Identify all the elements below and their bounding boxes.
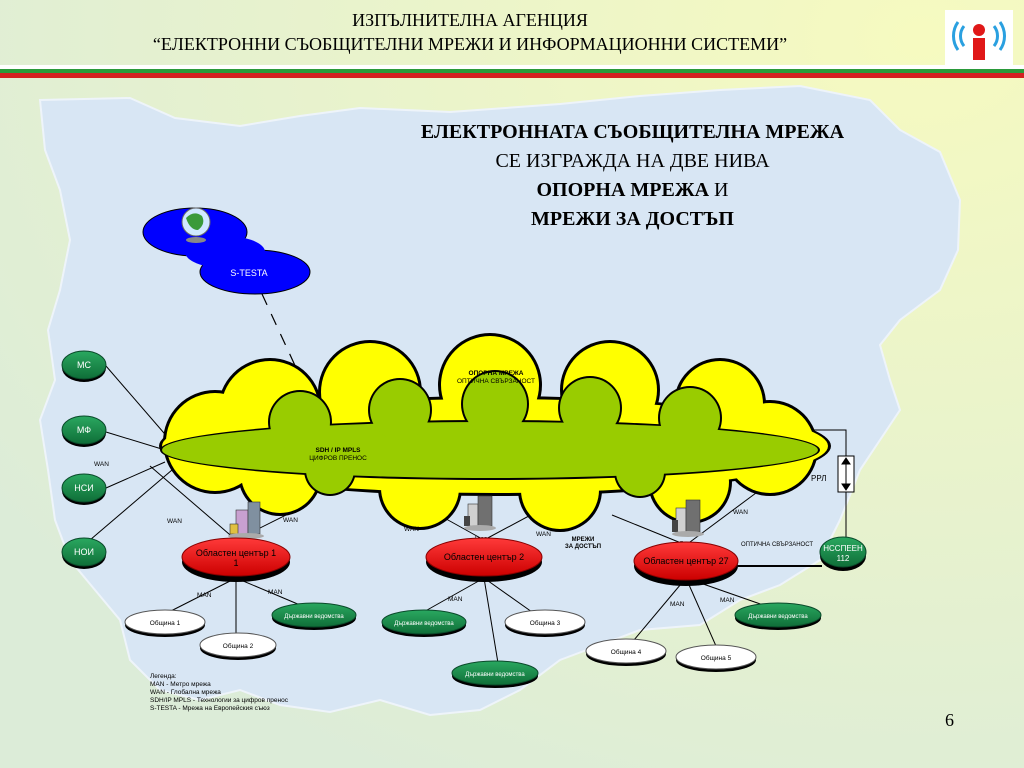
state-agencies-3[interactable]: Държавни ведомства bbox=[451, 660, 539, 688]
inner-subtitle: ЦИФРОВ ПРЕНОС bbox=[309, 455, 367, 462]
emergency-number: 112 bbox=[837, 554, 850, 563]
ministry-node-noi[interactable]: НОИ bbox=[61, 537, 107, 569]
building-icon bbox=[672, 499, 704, 537]
municipality-label: Община 4 bbox=[611, 648, 642, 656]
center-label: Областен център 1 bbox=[196, 548, 276, 558]
ministry-label: МФ bbox=[77, 425, 91, 435]
legend-item: WAN - Глобална мрежа bbox=[150, 689, 221, 696]
building-icon bbox=[464, 495, 496, 531]
municipality-label: Община 5 bbox=[701, 654, 732, 662]
municipality-label: Община 3 bbox=[530, 619, 561, 627]
state-agencies-1[interactable]: Държавни ведомства bbox=[271, 602, 357, 630]
regional-center-27[interactable]: Областен център 27 bbox=[633, 541, 739, 586]
title-line4: МРЕЖИ ЗА ДОСТЪП bbox=[531, 208, 734, 230]
wan-label: WAN bbox=[404, 526, 419, 533]
stripe-green bbox=[0, 69, 1024, 73]
agency-header: ИЗПЪЛНИТЕЛНА АГЕНЦИЯ “ЕЛЕКТРОННИ СЪОБЩИТ… bbox=[0, 8, 940, 56]
page-number: 6 bbox=[945, 710, 954, 730]
agency-header-line1: ИЗПЪЛНИТЕЛНА АГЕНЦИЯ bbox=[352, 10, 588, 30]
legend-title: Легенда: bbox=[150, 673, 177, 680]
agency-label: Държавни ведомства bbox=[394, 621, 454, 627]
slide-title: ЕЛЕКТРОННАТА СЪОБЩИТЕЛНА МРЕЖА СЕ ИЗГРАЖ… bbox=[345, 118, 920, 234]
man-label: MAN bbox=[448, 596, 463, 603]
wan-label: WAN bbox=[167, 518, 182, 525]
rrl-label: РРЛ bbox=[811, 474, 826, 483]
globe-icon bbox=[181, 207, 211, 243]
title-line3-bold: ОПОРНА МРЕЖА bbox=[536, 179, 710, 201]
title-line2: СЕ ИЗГРАЖДА НА ДВЕ НИВА bbox=[495, 150, 770, 172]
stripe-red bbox=[0, 73, 1024, 78]
title-line1: ЕЛЕКТРОННАТА СЪОБЩИТЕЛНА МРЕЖА bbox=[420, 121, 845, 143]
stripe-white bbox=[0, 65, 1024, 69]
ministry-label: НСИ bbox=[74, 483, 93, 493]
municipality-label: Община 1 bbox=[150, 619, 181, 627]
access-label-2: ЗА ДОСТЪП bbox=[565, 544, 601, 550]
man-label: MAN bbox=[197, 592, 212, 599]
man-label: MAN bbox=[268, 589, 283, 596]
emergency-label: НССПЕЕН bbox=[823, 544, 863, 553]
core-title: ОПОРНА МРЕЖА bbox=[469, 370, 524, 377]
state-agencies-4[interactable]: Държавни ведомства bbox=[734, 602, 822, 630]
legend-item: MAN - Метро мрежа bbox=[150, 681, 211, 688]
link-labels: WAN WAN WAN WAN WAN WAN MAN MAN MAN MAN … bbox=[94, 461, 826, 608]
municipality-2[interactable]: Община 2 bbox=[199, 632, 277, 660]
wan-label: WAN bbox=[283, 517, 298, 524]
stesta-label: S-TESTA bbox=[230, 268, 267, 278]
optical-link-label: ОПТИЧНА СВЪРЗАНОСТ bbox=[741, 542, 813, 548]
legend: Легенда: MAN - Метро мрежа WAN - Глобалн… bbox=[150, 673, 288, 713]
core-subtitle: ОПТИЧНА СВЪРЗАНОСТ bbox=[457, 378, 535, 385]
svg-text:1: 1 bbox=[233, 558, 238, 568]
access-label-1: МРЕЖИ bbox=[572, 537, 595, 543]
wan-label: WAN bbox=[733, 509, 748, 516]
stesta-link bbox=[261, 293, 299, 373]
municipality-3[interactable]: Община 3 bbox=[504, 609, 586, 637]
rrl-arrow bbox=[837, 455, 855, 493]
broadcast-logo-icon bbox=[945, 10, 1013, 66]
title-line3-rest: И bbox=[709, 179, 729, 201]
legend-item: S-TESTA - Мрежа на Европейския съюз bbox=[150, 705, 270, 712]
municipality-5[interactable]: Община 5 bbox=[675, 644, 757, 672]
agency-label: Държавни ведомства bbox=[284, 614, 344, 620]
wan-label: WAN bbox=[94, 461, 109, 468]
municipality-label: Община 2 bbox=[223, 642, 254, 650]
title-line3: ОПОРНА МРЕЖА И bbox=[345, 176, 920, 205]
regional-center-2[interactable]: Областен център 2 bbox=[425, 537, 543, 582]
municipality-4[interactable]: Община 4 bbox=[585, 638, 667, 666]
legend-item: SDH/IP MPLS - Технологии за цифров прено… bbox=[150, 697, 288, 704]
ministry-node-mf[interactable]: МФ bbox=[61, 415, 107, 447]
wan-label: WAN bbox=[536, 531, 551, 538]
agency-header-line2: “ЕЛЕКТРОННИ СЪОБЩИТЕЛНИ МРЕЖИ И ИНФОРМАЦ… bbox=[152, 34, 788, 54]
center-label: Областен център 2 bbox=[444, 552, 524, 562]
agency-label: Държавни ведомства bbox=[465, 672, 525, 678]
ministry-node-mc[interactable]: МС bbox=[61, 350, 107, 382]
state-agencies-2[interactable]: Държавни ведомства bbox=[381, 609, 467, 637]
inner-network-cloud bbox=[160, 370, 820, 498]
man-label: MAN bbox=[670, 601, 685, 608]
emergency-112-node[interactable]: НССПЕЕН 112 bbox=[819, 536, 867, 571]
ministry-node-nsi[interactable]: НСИ bbox=[61, 473, 107, 505]
ministry-label: МС bbox=[77, 360, 91, 370]
agency-label: Държавни ведомства bbox=[748, 614, 808, 620]
ministry-label: НОИ bbox=[74, 547, 94, 557]
center-label: Областен център 27 bbox=[643, 556, 728, 566]
inner-title: SDH / IP MPLS bbox=[315, 447, 361, 454]
regional-center-1[interactable]: Областен център 1 1 bbox=[181, 537, 291, 582]
building-icon bbox=[228, 501, 264, 539]
municipality-1[interactable]: Община 1 bbox=[124, 609, 206, 637]
man-label: MAN bbox=[720, 597, 735, 604]
